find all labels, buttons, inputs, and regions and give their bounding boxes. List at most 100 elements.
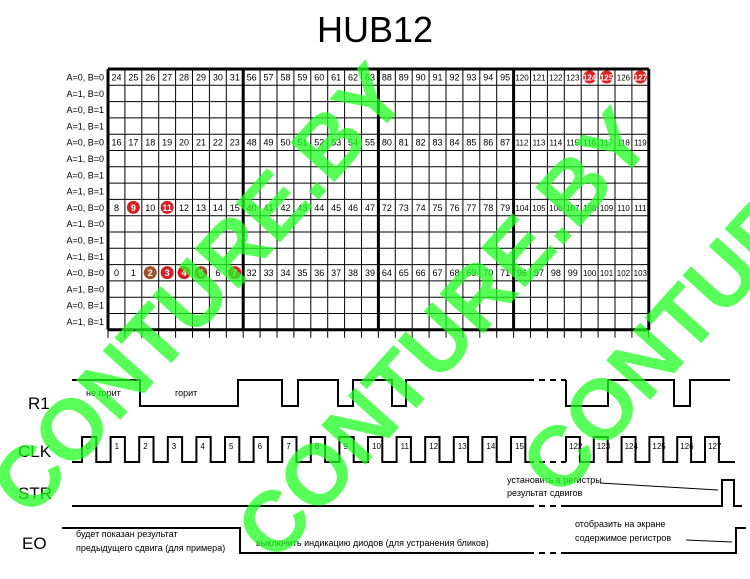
grid-number: 7 (232, 268, 237, 278)
grid-number: 30 (213, 73, 223, 83)
grid-number: 116 (583, 139, 596, 148)
row-label: A=0, B=0 (66, 203, 104, 213)
grid-number: 19 (162, 138, 172, 148)
grid-number: 101 (600, 269, 614, 278)
clk-number: 15 (515, 442, 524, 451)
grid-number: 96 (517, 268, 527, 278)
row-label: A=1, B=1 (66, 187, 104, 197)
grid-number: 125 (600, 74, 614, 83)
grid-number: 50 (280, 138, 290, 148)
eo-note-show-line1: отобразить на экране (575, 519, 665, 529)
grid-number: 46 (348, 203, 358, 213)
highlight-dot (633, 70, 647, 84)
grid-number: 108 (583, 204, 597, 213)
clk-number: 2 (143, 442, 148, 451)
grid-number: 85 (466, 138, 476, 148)
grid-number: 117 (600, 139, 613, 148)
grid-number: 31 (230, 73, 240, 83)
grid-number: 102 (617, 269, 631, 278)
grid-number: 52 (314, 138, 324, 148)
grid-number: 111 (634, 204, 647, 213)
grid-number: 25 (128, 73, 138, 83)
grid-number: 34 (280, 268, 290, 278)
grid-number: 76 (449, 203, 459, 213)
clk-number: 125 (652, 442, 666, 451)
grid-number: 51 (297, 138, 307, 148)
highlight-dot (583, 70, 597, 84)
grid-number: 33 (264, 268, 274, 278)
clk-number: 126 (680, 442, 694, 451)
grid-number: 122 (549, 74, 563, 83)
grid-number: 78 (483, 203, 493, 213)
grid-number: 83 (433, 138, 443, 148)
r1-wave-end (565, 379, 730, 407)
grid-number: 20 (179, 138, 189, 148)
grid-number: 28 (179, 73, 189, 83)
r1-note-on: горит (175, 388, 197, 398)
grid-number: 103 (634, 269, 648, 278)
grid-number: 95 (500, 73, 510, 83)
grid-number: 35 (297, 268, 307, 278)
grid-number: 6 (215, 268, 220, 278)
grid-number: 1 (131, 268, 136, 278)
grid-number: 66 (416, 268, 426, 278)
grid-number: 65 (399, 268, 409, 278)
grid-number: 98 (551, 268, 561, 278)
clk-number: 12 (429, 442, 438, 451)
grid-number: 71 (500, 268, 510, 278)
grid-number: 100 (583, 269, 597, 278)
clk-number: 3 (172, 442, 177, 451)
clk-number: 10 (372, 442, 381, 451)
grid-number: 26 (145, 73, 155, 83)
grid-number: 126 (617, 74, 631, 83)
grid-number: 24 (111, 73, 121, 83)
grid-number: 84 (449, 138, 459, 148)
highlight-dot (177, 266, 191, 280)
clk-number: 9 (343, 442, 348, 451)
grid-number: 56 (247, 73, 257, 83)
waveforms (62, 379, 746, 554)
grid-number: 89 (399, 73, 409, 83)
grid-number: 5 (198, 268, 203, 278)
grid-number: 127 (634, 74, 648, 83)
grid-number: 63 (365, 73, 375, 83)
eo-wave-end (566, 527, 746, 554)
clk-number: 0 (86, 442, 91, 451)
grid-number: 118 (617, 139, 630, 148)
grid-number: 58 (280, 73, 290, 83)
grid-number: 105 (532, 204, 546, 213)
signal-label-clk: CLK (18, 442, 52, 461)
grid-number: 43 (297, 203, 307, 213)
grid-number: 47 (365, 203, 375, 213)
clk-number: 122 (569, 442, 583, 451)
grid-number: 64 (382, 268, 392, 278)
signal-label-eo: EO (22, 534, 47, 553)
row-label: A=0, B=0 (66, 268, 104, 278)
grid-number: 87 (500, 138, 510, 148)
clk-number: 1 (115, 442, 120, 451)
grid-number: 48 (247, 138, 257, 148)
grid-number: 72 (382, 203, 392, 213)
timing-diagram: R1 CLK STR EO не горит горит установить … (18, 379, 746, 554)
grid-number: 21 (196, 138, 206, 148)
grid-number: 70 (483, 268, 493, 278)
grid-number: 112 (516, 139, 529, 148)
grid-number: 0 (114, 268, 119, 278)
grid-number: 9 (131, 203, 136, 213)
grid-number: 67 (433, 268, 443, 278)
clk-number: 6 (258, 442, 263, 451)
grid-number: 44 (314, 203, 324, 213)
grid-number: 4 (182, 268, 187, 278)
grid-number: 60 (314, 73, 324, 83)
highlight-dot (143, 266, 157, 280)
eo-note-prev-line2: предыдущего сдвига (для примера) (76, 543, 225, 553)
highlight-dot (228, 266, 242, 280)
grid-number: 74 (416, 203, 426, 213)
highlight-dot (126, 200, 140, 214)
clk-wave-end (565, 436, 735, 463)
grid-number: 16 (111, 138, 121, 148)
grid-number: 15 (230, 203, 240, 213)
grid-number: 113 (533, 139, 546, 148)
str-pointer (599, 482, 719, 491)
eo-note-off: выключить индикацию диодов (для устранен… (256, 538, 489, 548)
